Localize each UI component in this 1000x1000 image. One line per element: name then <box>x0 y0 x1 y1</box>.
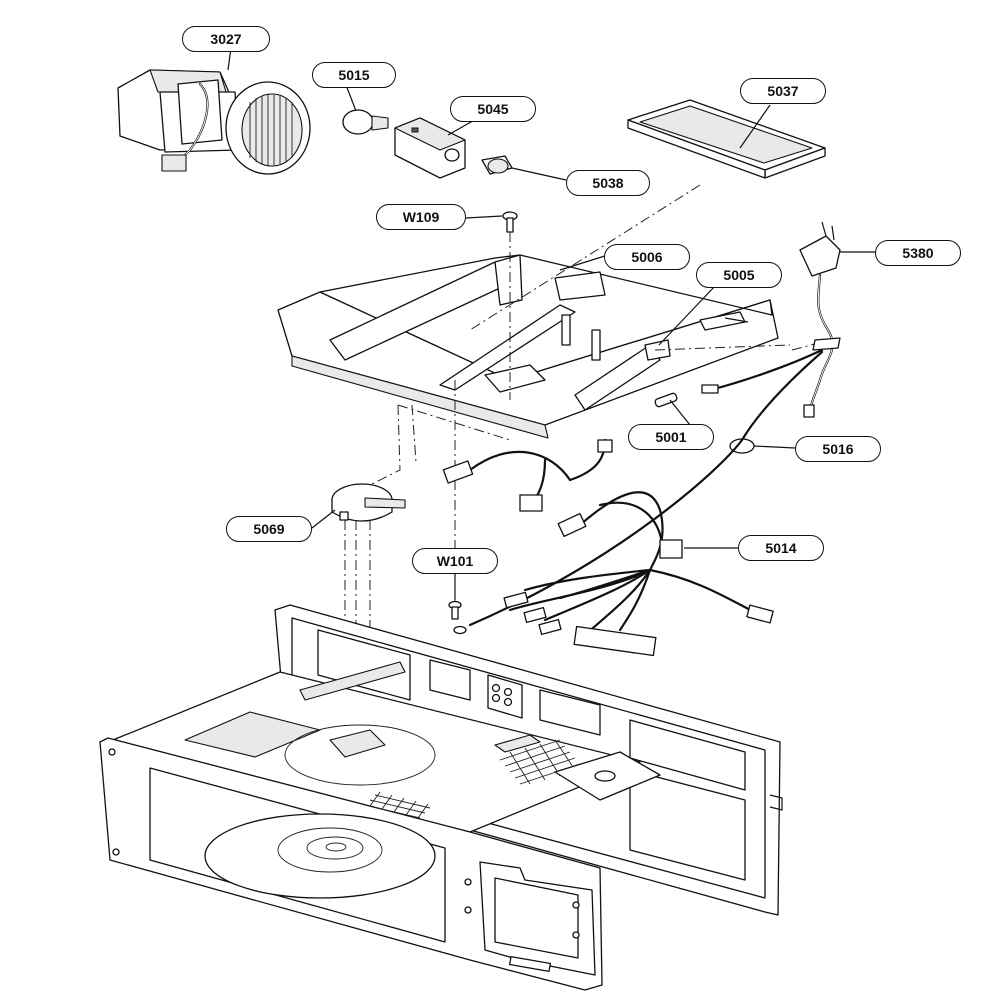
callout-5037: 5037 <box>740 78 826 104</box>
callout-5014: 5014 <box>738 535 824 561</box>
callout-5038: 5038 <box>566 170 650 196</box>
wire-harness <box>442 438 774 657</box>
lamp-socket-bracket <box>394 117 479 179</box>
fuse <box>654 392 691 426</box>
callout-5015: 5015 <box>312 62 396 88</box>
callout-5005: 5005 <box>696 262 782 288</box>
callout-5045: 5045 <box>450 96 536 122</box>
blower-fan-assembly <box>117 39 311 175</box>
oven-cavity-chassis <box>99 604 783 991</box>
screw-w101 <box>448 574 467 635</box>
grease-filter <box>627 99 826 179</box>
power-cord <box>701 221 875 418</box>
noise-filter-clamp <box>468 350 824 627</box>
lamp-connector <box>481 155 567 181</box>
callout-w101: W101 <box>412 548 498 574</box>
vent-grille-front <box>364 791 431 819</box>
callout-3027: 3027 <box>182 26 270 52</box>
base-tray <box>277 254 779 439</box>
vent-grille-top <box>499 739 581 785</box>
callout-5069: 5069 <box>226 516 312 542</box>
turntable-motor <box>311 483 406 529</box>
callout-5006: 5006 <box>604 244 690 270</box>
callout-5001: 5001 <box>628 424 714 450</box>
lamp-bulb <box>342 84 389 135</box>
callout-5016: 5016 <box>795 436 881 462</box>
callout-5380: 5380 <box>875 240 961 266</box>
screw-w109 <box>465 211 518 233</box>
callout-w109: W109 <box>376 204 466 230</box>
